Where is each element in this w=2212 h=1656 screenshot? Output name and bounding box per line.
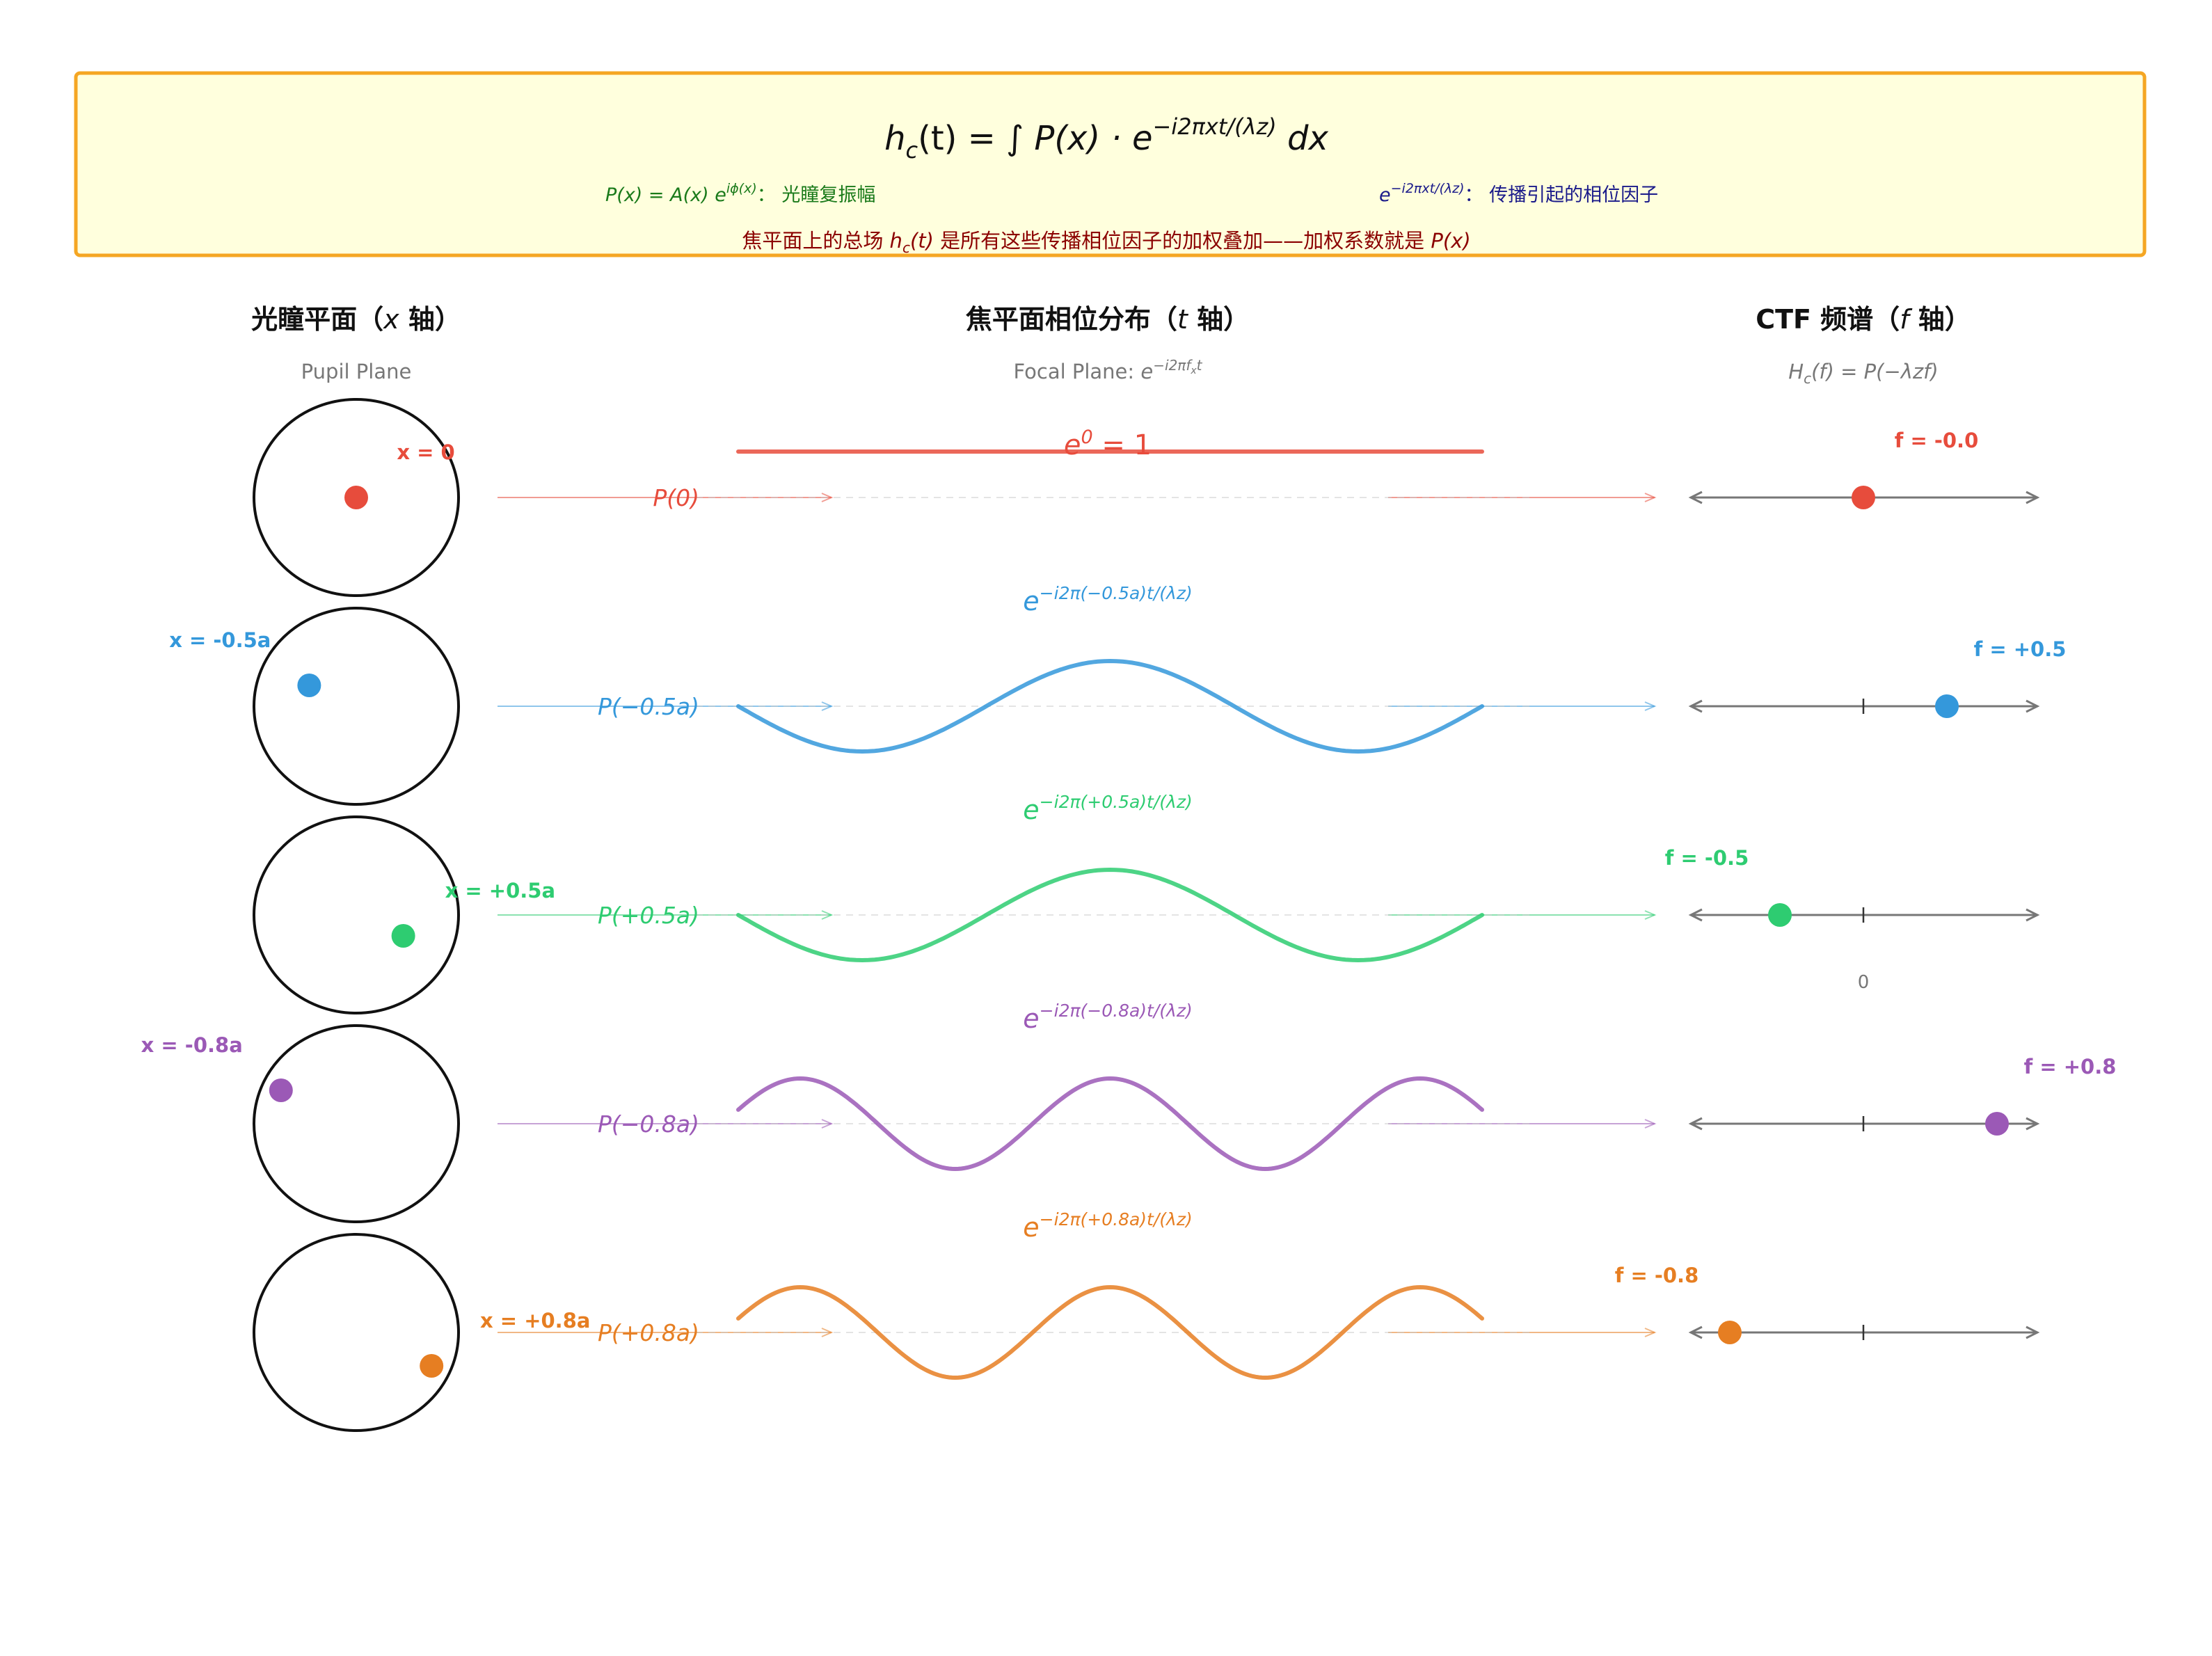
pupil-amplitude-label: P(+0.8a) xyxy=(598,1319,699,1346)
ctf-frequency-point xyxy=(1985,1112,2009,1136)
propagation-arrow-out-head xyxy=(1644,1328,1657,1337)
pupil-amplitude-label: P(0) xyxy=(653,484,699,511)
ctf-origin-label: 0 xyxy=(1858,972,1870,993)
pupil-definition: P(x) = A(x) eiϕ(x)： 光瞳复振幅 xyxy=(605,181,875,206)
pupil-column-title: 光瞳平面（x 轴） xyxy=(251,304,461,335)
ctf-f-label: f = -0.5 xyxy=(1665,846,1749,870)
focal-column-title: 焦平面相位分布（t 轴） xyxy=(966,304,1250,335)
ctf-axis-left-arrowhead xyxy=(1688,908,1703,922)
formula-box-frame xyxy=(74,71,2147,257)
ctf-axis-right-arrowhead xyxy=(2026,1325,2040,1339)
phase-wave xyxy=(736,867,1484,963)
propagation-arrow-in-head xyxy=(821,1328,834,1337)
pupil-sample-point xyxy=(420,1354,444,1378)
phase-factor-definition: e−i2πxt/(λz)： 传播引起的相位因子 xyxy=(1379,181,1658,206)
ctf-axis-left-arrowhead xyxy=(1688,1117,1703,1131)
ctf-frequency-point xyxy=(1718,1321,1742,1344)
pupil-aperture-circle xyxy=(253,398,460,597)
propagation-arrow-in-head xyxy=(821,493,834,502)
phase-factor-label: e−i2π(−0.5a)t/(λz) xyxy=(1023,583,1192,616)
pupil-x-label: x = -0.8a xyxy=(141,1033,243,1057)
ctf-axis-left-arrowhead xyxy=(1688,1325,1703,1339)
main-formula: hc(t) = ∫ P(x) · e−i2πxt/(λz) dx xyxy=(884,113,1328,164)
propagation-arrow-in-head xyxy=(821,701,834,711)
ctf-column-title: CTF 频谱（f 轴） xyxy=(1756,304,1971,335)
pupil-column-subtitle: Pupil Plane xyxy=(301,360,412,383)
ctf-frequency-point xyxy=(1852,486,1875,509)
pupil-sample-point xyxy=(391,924,415,948)
pupil-aperture-circle xyxy=(253,815,460,1014)
pupil-sample-point xyxy=(297,674,321,697)
pupil-amplitude-label: P(−0.5a) xyxy=(598,693,699,720)
ctf-axis-right-arrowhead xyxy=(2026,699,2040,713)
propagation-arrow-out-head xyxy=(1644,493,1657,502)
pupil-x-label: x = +0.8a xyxy=(480,1309,590,1332)
propagation-arrow-in-head xyxy=(821,1119,834,1129)
pupil-sample-point xyxy=(269,1078,293,1102)
row-0: x = 0 P(0) e0 = 1 f = -0.0 xyxy=(253,398,2040,597)
row-3: x = -0.8aP(−0.8a) e−i2π(−0.8a)t/(λz) f = +… xyxy=(141,1001,2117,1223)
propagation-arrow-out-head xyxy=(1644,910,1657,920)
phase-factor-label: e−i2π(−0.8a)t/(λz) xyxy=(1023,1001,1192,1034)
ctf-axis-right-arrowhead xyxy=(2026,1117,2040,1131)
phase-wave xyxy=(736,1284,1484,1380)
formula-box: hc(t) = ∫ P(x) · e−i2πxt/(λz) dx P(x) = … xyxy=(74,71,2147,257)
pupil-x-label: x = -0.5a xyxy=(169,628,271,652)
phase-factor-label: e0 = 1 xyxy=(1064,427,1152,461)
ctf-f-label: f = -0.8 xyxy=(1615,1264,1699,1287)
ctf-f-label: f = -0.0 xyxy=(1895,429,1979,452)
propagation-arrow-in-head xyxy=(821,910,834,920)
ctf-axis-right-arrowhead xyxy=(2026,908,2040,922)
row-2: x = +0.5aP(+0.5a) e−i2π(+0.5a)t/(λz) f = -… xyxy=(253,792,2040,1014)
ctf-f-label: f = +0.5 xyxy=(1974,637,2067,661)
row-1: x = -0.5aP(−0.5a) e−i2π(−0.5a)t/(λz) f = +… xyxy=(169,583,2067,806)
pupil-aperture-circle xyxy=(253,1024,460,1223)
ctf-axis-left-arrowhead xyxy=(1688,699,1703,713)
ctf-frequency-point xyxy=(1768,903,1792,927)
ctf-frequency-point xyxy=(1935,694,1959,718)
pupil-x-label: x = +0.5a xyxy=(445,879,555,902)
pupil-sample-point xyxy=(344,486,368,509)
phase-factor-label: e−i2π(+0.5a)t/(λz) xyxy=(1023,792,1192,825)
ctf-column-subtitle: Hc(f) = P(−λzf) xyxy=(1788,360,1938,387)
ctf-axis-right-arrowhead xyxy=(2026,491,2040,504)
propagation-arrow-out-head xyxy=(1644,701,1657,711)
pupil-aperture-circle xyxy=(253,1233,460,1432)
ctf-f-label: f = +0.8 xyxy=(2024,1055,2117,1078)
propagation-arrow-out-head xyxy=(1644,1119,1657,1129)
phase-wave xyxy=(736,1076,1484,1172)
summary-statement: 焦平面上的总场 hc(t) 是所有这些传播相位因子的加权叠加——加权系数就是 P… xyxy=(742,229,1470,256)
rows-layer: x = 0 P(0) e0 = 1 f = -0.0 x = -0.5aP(−0.5a)… xyxy=(141,398,2117,1432)
ctf-axis-left-arrowhead xyxy=(1688,491,1703,504)
pupil-x-label: x = 0 xyxy=(397,440,454,464)
pupil-amplitude-label: P(+0.5a) xyxy=(598,902,699,929)
pupil-amplitude-label: P(−0.8a) xyxy=(598,1110,699,1138)
focal-column-subtitle: Focal Plane: e−i2πfxt xyxy=(1013,357,1202,383)
phase-factor-label: e−i2π(+0.8a)t/(λz) xyxy=(1023,1209,1192,1243)
phase-wave xyxy=(736,658,1484,754)
row-4: x = +0.8a P(+0.8a) e−i2π(+0.8a)t/(λz) f = -… xyxy=(253,1209,2040,1432)
pupil-aperture-circle xyxy=(253,607,460,806)
